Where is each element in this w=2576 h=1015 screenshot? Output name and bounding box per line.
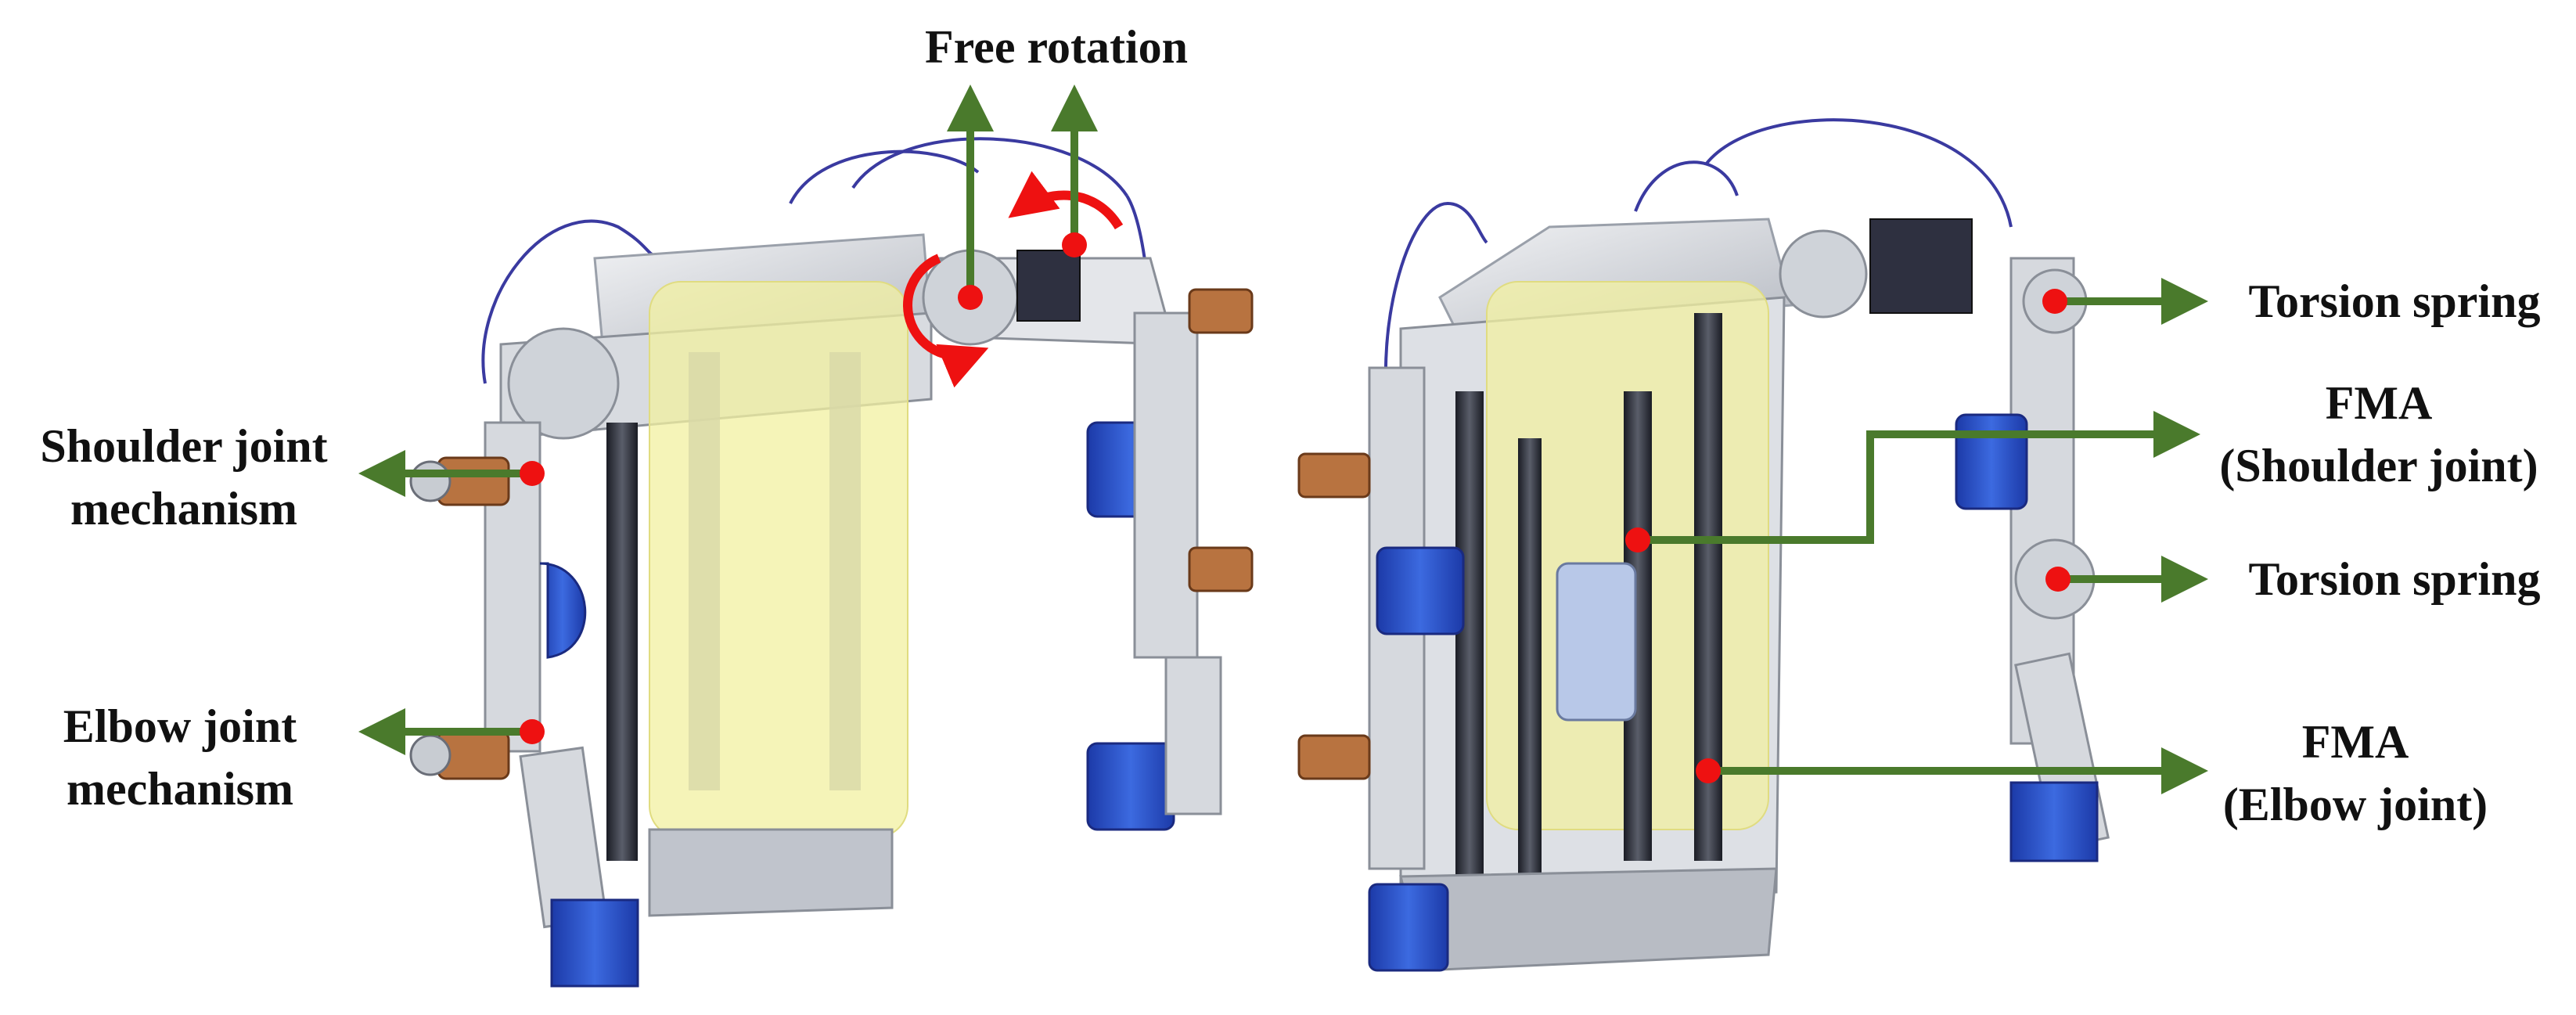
- base-block: [648, 828, 894, 917]
- left-exoskeleton-view: [358, 85, 1254, 988]
- label-line: Torsion spring: [2248, 553, 2541, 605]
- label-line: Torsion spring: [2248, 275, 2541, 327]
- label-line: (Elbow joint): [2222, 779, 2488, 830]
- red-marker: [520, 719, 545, 744]
- blue-strap: [1368, 883, 1449, 972]
- label-torsion-spring-bottom: Torsion spring: [2218, 548, 2571, 610]
- carbon-rod: [606, 423, 638, 861]
- carbon-rod: [1455, 391, 1484, 876]
- actuator-highlight: [649, 281, 908, 838]
- blue-strap-right: [1086, 742, 1175, 831]
- red-marker: [1696, 758, 1721, 783]
- cable: [789, 149, 980, 204]
- label-elbow-joint-mechanism: Elbow joint mechanism: [8, 695, 352, 820]
- label-fma-elbow: FMA (Elbow joint): [2191, 711, 2520, 836]
- label-line: mechanism: [70, 483, 297, 534]
- cable: [481, 219, 674, 384]
- carbon-rod: [1518, 438, 1542, 876]
- blue-strap: [1955, 413, 2028, 510]
- red-marker: [1625, 527, 1650, 552]
- red-marker: [1062, 232, 1087, 257]
- cable: [1704, 118, 2013, 228]
- blue-strap: [539, 562, 587, 659]
- label-line: mechanism: [67, 763, 293, 815]
- cable: [1383, 201, 1488, 439]
- blue-strap: [1376, 546, 1465, 635]
- red-marker: [520, 461, 545, 486]
- blue-hand-block: [2009, 781, 2099, 862]
- fma-shoulder-arrow: [1638, 411, 2200, 544]
- cable: [851, 137, 1128, 197]
- label-line: FMA: [2325, 377, 2433, 429]
- label-line: Elbow joint: [63, 700, 297, 752]
- label-torsion-spring-top: Torsion spring: [2218, 270, 2571, 333]
- right-arm-link: [1133, 311, 1199, 659]
- label-line: Shoulder joint: [40, 420, 328, 472]
- red-marker: [2045, 567, 2071, 592]
- label-fma-shoulder: FMA (Shoulder joint): [2191, 372, 2567, 497]
- label-line: FMA: [2301, 716, 2409, 768]
- label-free-rotation-text: Free rotation: [924, 21, 1188, 73]
- red-marker: [958, 285, 983, 310]
- label-shoulder-joint-mechanism: Shoulder joint mechanism: [8, 415, 360, 540]
- label-free-rotation: Free rotation: [845, 16, 1268, 78]
- rotation-arrow: [903, 254, 989, 388]
- base-block: [1399, 867, 1778, 972]
- right-exoskeleton-view: [1297, 118, 2208, 972]
- cable: [1634, 160, 1739, 212]
- rotation-arrow: [1008, 171, 1124, 230]
- red-marker: [2042, 289, 2067, 314]
- blue-hand-block: [550, 898, 639, 988]
- label-line: (Shoulder joint): [2219, 440, 2538, 491]
